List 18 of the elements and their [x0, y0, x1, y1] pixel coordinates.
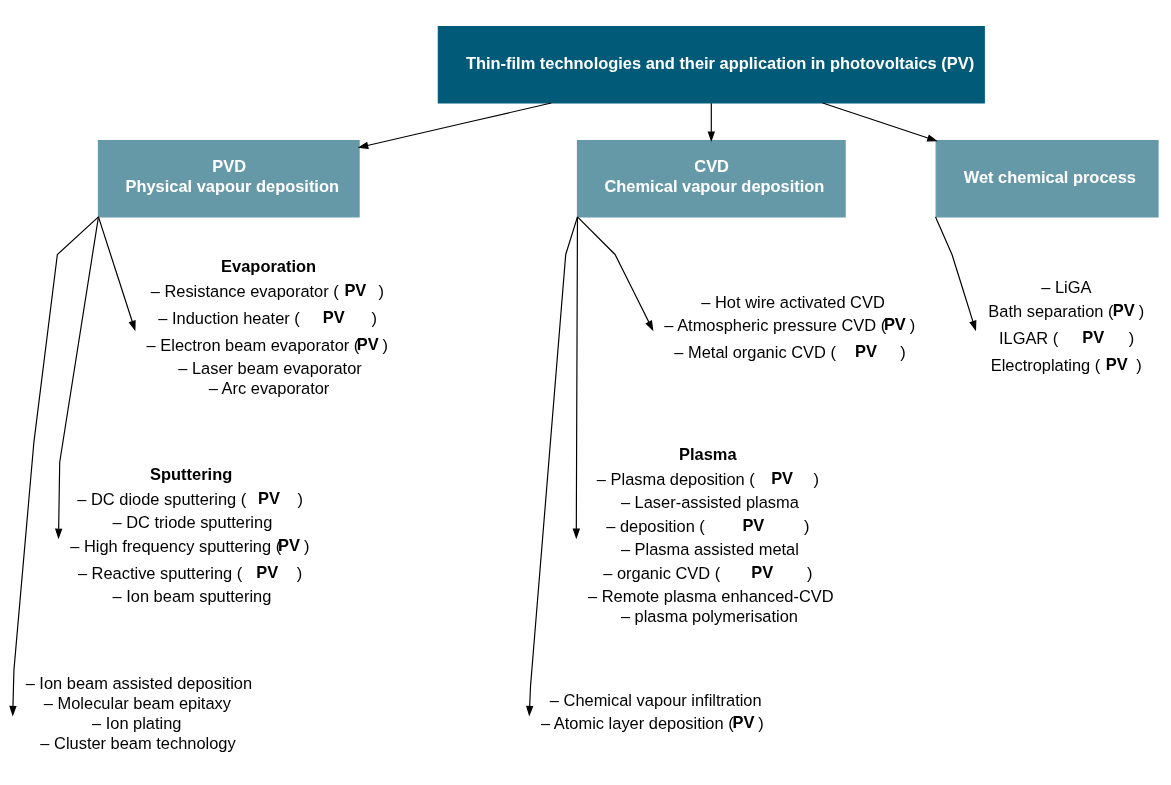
node-text: – Ion beam assisted deposition – Molecular beam epitaxy – Ion plating – Cluster beam technology — [25, 673, 253, 752]
arrow — [97, 215, 136, 331]
arrow — [54, 215, 100, 539]
arrow — [357, 101, 552, 149]
arrow — [9, 215, 100, 716]
arrow — [934, 215, 977, 331]
node-text: – Hot wire activated CVD – Atmospheric pressure CVD (PV) – Metal organic CVD (PV) — [664, 292, 916, 361]
node-box: PVD Physical vapour deposition — [97, 139, 360, 217]
node-box: CVD Chemical vapour deposition — [576, 139, 846, 217]
arrow — [576, 215, 654, 331]
node-box: Wet chemical process — [935, 139, 1159, 217]
node-text: Plasma – Plasma deposition (PV) – Laser-assisted plasma – deposition (PV) – Plasma assisted metal – organic CVD (PV) – Remote plasma enhanced-CVD – plasma polymerisation — [588, 444, 834, 625]
arrow — [707, 102, 715, 142]
node-text: – Chemical vapour infiltration – Atomic layer deposition (PV) — [541, 690, 764, 732]
arrow — [822, 101, 938, 141]
node-box: Thin-film technologies and their application in photovoltaics (PV) — [437, 25, 985, 104]
node-text: – LiGA Bath separation (PV) ILGAR (PV) Electroplating (PV) — [988, 277, 1145, 374]
arrow — [526, 215, 579, 716]
